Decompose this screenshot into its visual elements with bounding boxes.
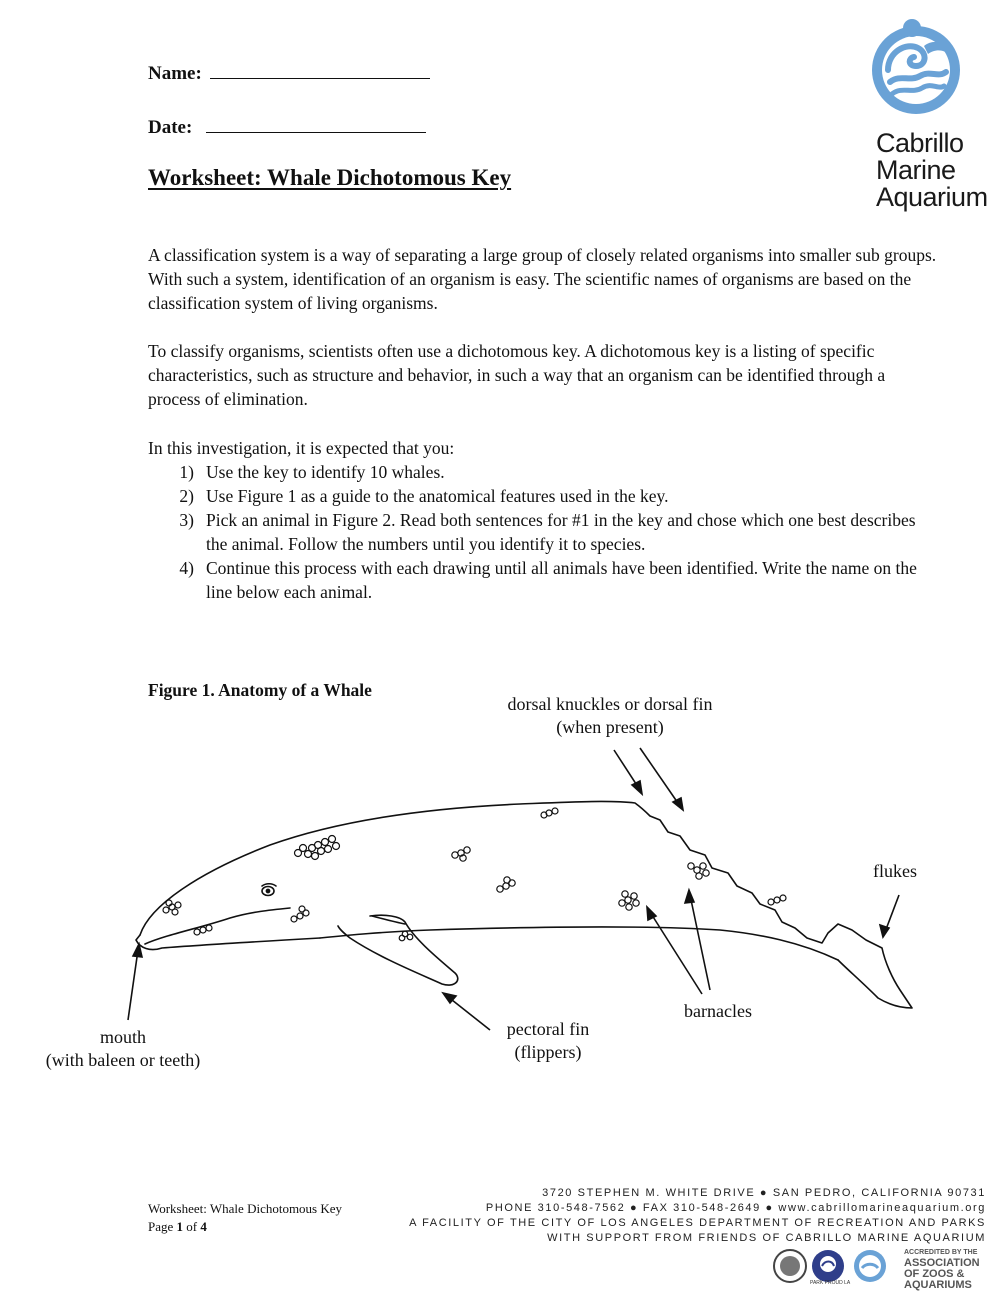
list-item-number: 1) bbox=[179, 462, 194, 482]
date-field[interactable]: Date: bbox=[148, 116, 427, 139]
barnacle-cluster bbox=[540, 807, 559, 819]
footer-address-block: 3720 STEPHEN M. WHITE DRIVE ● SAN PEDRO,… bbox=[409, 1186, 986, 1246]
cabrillo-logo bbox=[866, 16, 966, 122]
logo-line-1: Cabrillo bbox=[876, 128, 964, 158]
wave-logo-icon bbox=[872, 19, 960, 114]
list-intro: In this investigation, it is expected th… bbox=[148, 438, 455, 458]
barnacles-label: barnacles bbox=[684, 1001, 752, 1021]
list-item: 3) Pick an animal in Figure 2. Read both … bbox=[148, 508, 938, 556]
dorsal-label: dorsal knuckles or dorsal fin (when pres… bbox=[480, 693, 740, 739]
barnacle-cluster bbox=[162, 899, 182, 916]
logo-line-3: Aquarium bbox=[876, 182, 988, 212]
aza-accreditation: ACCREDITED BY THE ASSOCIATION OF ZOOS & … bbox=[904, 1248, 980, 1291]
whale-body-outline bbox=[135, 800, 913, 1009]
intro-paragraph-2: To classify organisms, scientists often … bbox=[148, 341, 886, 409]
page-prefix: Page bbox=[148, 1219, 177, 1234]
intro-paragraph-1: A classification system is a way of sepa… bbox=[148, 245, 937, 313]
aza-line-1: ACCREDITED BY THE bbox=[904, 1249, 978, 1256]
aza-line-3: OF ZOOS & bbox=[904, 1268, 965, 1280]
whale-anatomy-drawing bbox=[127, 747, 913, 1031]
footer-facility: A FACILITY OF THE CITY OF LOS ANGELES DE… bbox=[409, 1217, 986, 1229]
mouth-label-line-1: mouth bbox=[99, 1027, 146, 1047]
aza-line-4: AQUARIUMS bbox=[904, 1279, 972, 1291]
flukes-label: flukes bbox=[873, 861, 917, 881]
footer-support: WITH SUPPORT FROM FRIENDS OF CABRILLO MA… bbox=[547, 1232, 986, 1244]
list-item-text: Use the key to identify 10 whales. bbox=[206, 462, 445, 482]
logo-line-2: Marine bbox=[876, 155, 956, 185]
mouth-label-line-2: (with baleen or teeth) bbox=[45, 1050, 201, 1070]
figure-title: Figure 1. Anatomy of a Whale bbox=[148, 680, 372, 700]
mouth-label: mouth (with baleen or teeth) bbox=[30, 1026, 216, 1072]
barnacle-cluster bbox=[496, 876, 516, 893]
barnacle-clusters bbox=[162, 807, 787, 942]
footer-address: 3720 STEPHEN M. WHITE DRIVE ● SAN PEDRO,… bbox=[542, 1187, 986, 1199]
pectoral-label-line-2: (flippers) bbox=[514, 1042, 582, 1062]
dorsal-label-line-1: dorsal knuckles or dorsal fin bbox=[507, 694, 713, 714]
list-item: 1) Use the key to identify 10 whales. bbox=[148, 460, 938, 484]
list-item-text: Continue this process with each drawing … bbox=[206, 558, 917, 602]
logo-wordmark: Cabrillo Marine Aquarium bbox=[876, 130, 988, 211]
city-seals-icon bbox=[773, 1249, 886, 1283]
barnacle-cluster bbox=[293, 834, 341, 861]
barnacle-cluster bbox=[687, 862, 710, 880]
page-title: Worksheet: Whale Dichotomous Key bbox=[148, 165, 512, 190]
list-item-text: Pick an animal in Figure 2. Read both se… bbox=[206, 510, 916, 554]
barnacle-cluster bbox=[290, 905, 310, 923]
date-label: Date: bbox=[148, 117, 193, 138]
barnacle-cluster bbox=[767, 894, 787, 906]
list-item: 2) Use Figure 1 as a guide to the anatomi… bbox=[148, 484, 938, 508]
dorsal-label-line-2: (when present) bbox=[556, 717, 664, 737]
pectoral-fin-shape bbox=[337, 914, 459, 986]
name-blank-line[interactable] bbox=[209, 62, 430, 79]
barnacle-cluster bbox=[398, 930, 414, 942]
pectoral-fin-label: pectoral fin (flippers) bbox=[488, 1018, 608, 1064]
list-item: 4) Continue this process with each drawin… bbox=[148, 556, 938, 604]
aza-line-2: ASSOCIATION bbox=[904, 1257, 980, 1269]
barnacle-cluster bbox=[193, 924, 213, 936]
list-item-text: Use Figure 1 as a guide to the anatomica… bbox=[206, 486, 669, 506]
park-proud-text: PARK PROUD LA bbox=[810, 1280, 851, 1286]
footer-doc-info: Worksheet: Whale Dichotomous Key Page 1 … bbox=[148, 1200, 342, 1236]
list-item-number: 2) bbox=[179, 486, 194, 506]
list-item-number: 3) bbox=[179, 510, 194, 530]
date-blank-line[interactable] bbox=[206, 116, 427, 133]
pectoral-label-line-1: pectoral fin bbox=[506, 1019, 590, 1039]
barnacle-cluster bbox=[618, 890, 640, 911]
footer-doc-title: Worksheet: Whale Dichotomous Key bbox=[148, 1201, 343, 1216]
footer-page-number: Page 1 of 4 bbox=[148, 1218, 342, 1236]
list-item-number: 4) bbox=[179, 558, 194, 578]
page-total: 4 bbox=[200, 1219, 207, 1234]
barnacle-cluster bbox=[451, 846, 471, 862]
instructions-list: 1) Use the key to identify 10 whales. 2) U… bbox=[148, 460, 938, 604]
footer-phone: PHONE 310-548-7562 ● FAX 310-548-2649 ● … bbox=[485, 1202, 986, 1214]
name-field[interactable]: Name: bbox=[148, 62, 430, 85]
page-middle: of bbox=[183, 1219, 201, 1234]
name-label: Name: bbox=[148, 63, 202, 84]
label-arrows bbox=[127, 747, 900, 1031]
footer-seals: PARK PROUD LA bbox=[770, 1246, 900, 1286]
page-current: 1 bbox=[176, 1219, 184, 1234]
